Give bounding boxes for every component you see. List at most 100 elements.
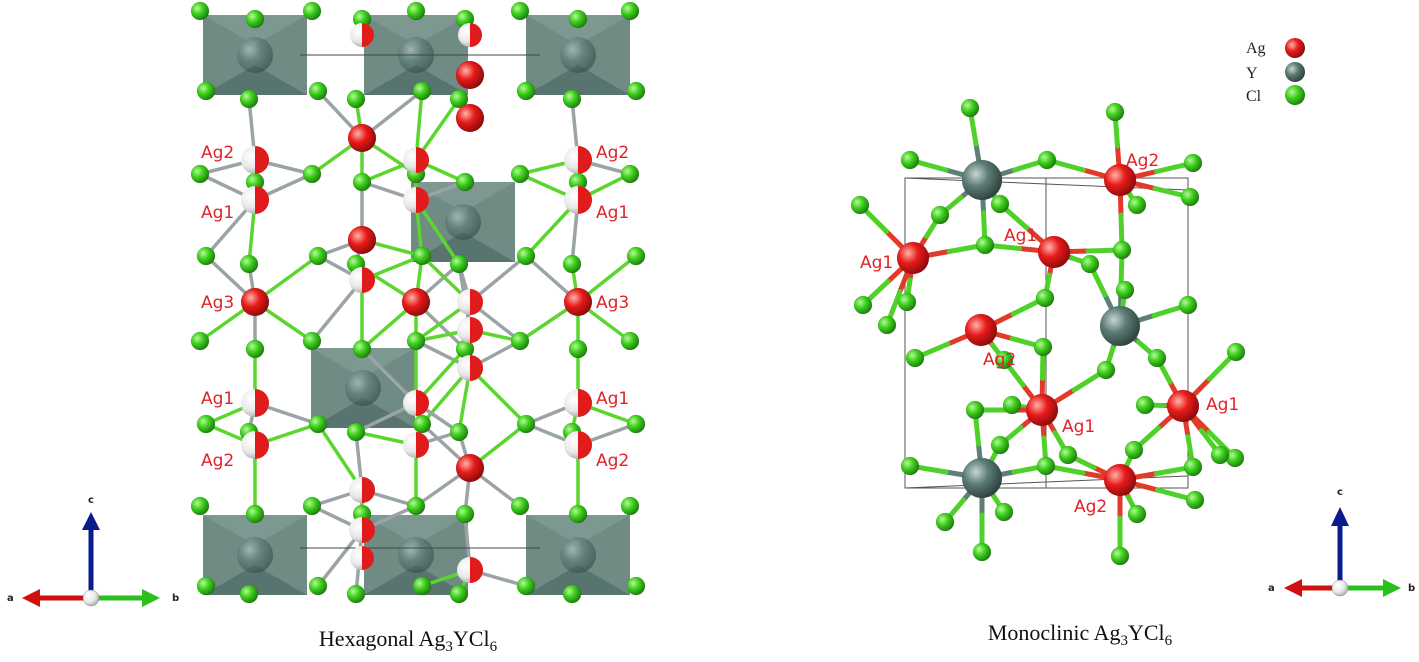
cl-atom: [450, 585, 468, 603]
ag-atom: [456, 104, 484, 132]
cl-atom: [1186, 491, 1204, 509]
cl-atom: [517, 415, 535, 433]
ag-atom-partial: [350, 23, 374, 47]
cl-atom: [569, 10, 587, 28]
cl-atom: [995, 503, 1013, 521]
cl-atom: [1038, 151, 1056, 169]
cl-atom: [976, 236, 994, 254]
cl-atom: [511, 165, 529, 183]
ag-atom: [456, 454, 484, 482]
cl-atom: [621, 2, 639, 20]
ag-atom: [1026, 394, 1058, 426]
cl-atom: [309, 247, 327, 265]
cl-atom: [303, 332, 321, 350]
axis-b-label: b: [172, 593, 179, 604]
cl-atom: [1148, 349, 1166, 367]
ag-atom: [564, 288, 592, 316]
axes-triad-left: c a b: [7, 495, 179, 607]
cl-atom: [1181, 188, 1199, 206]
ag-atom-partial: [457, 557, 483, 583]
cl-atom: [191, 165, 209, 183]
site-label-ag1: Ag1: [1062, 417, 1095, 437]
ag-atom-partial: [350, 546, 374, 570]
cl-atom: [347, 423, 365, 441]
y-atom: [1100, 306, 1140, 346]
cl-atom: [347, 90, 365, 108]
cl-atom: [517, 247, 535, 265]
cl-atom: [1003, 396, 1021, 414]
cl-atom: [1036, 289, 1054, 307]
cl-atom: [191, 332, 209, 350]
ag-atom-partial: [349, 477, 375, 503]
cl-atom: [991, 195, 1009, 213]
yclx6-octahedron: [526, 515, 630, 595]
cl-atom: [621, 332, 639, 350]
site-label-ag2: Ag2: [1074, 497, 1107, 517]
cl-atom: [1113, 241, 1131, 259]
cl-atom: [878, 316, 896, 334]
ag-atom: [241, 288, 269, 316]
ag-atom-partial: [241, 389, 269, 417]
hexagonal-caption: Hexagonal Ag3YCl6: [319, 626, 498, 655]
cl-atom: [303, 497, 321, 515]
cl-atom: [851, 196, 869, 214]
cl-atom: [450, 255, 468, 273]
cl-atom: [191, 497, 209, 515]
site-label-ag1: Ag1: [201, 389, 234, 409]
cl-atom: [309, 82, 327, 100]
site-label-ag2: Ag2: [1126, 151, 1159, 171]
ag-atom-partial: [457, 289, 483, 315]
cl-atom: [1106, 103, 1124, 121]
ag-atom: [456, 61, 484, 89]
cl-atom: [931, 206, 949, 224]
ag-atom-partial: [564, 186, 592, 214]
cl-atom: [627, 577, 645, 595]
cl-atom: [240, 585, 258, 603]
ag-atom: [1104, 464, 1136, 496]
ag-atom: [1038, 236, 1070, 268]
cl-atom: [413, 247, 431, 265]
cl-atom: [901, 457, 919, 475]
cl-atom: [1184, 458, 1202, 476]
cl-atom: [407, 332, 425, 350]
cl-atom: [246, 10, 264, 28]
cl-atom: [309, 577, 327, 595]
cl-atom: [413, 577, 431, 595]
ag-atom: [402, 288, 430, 316]
cl-atom: [511, 2, 529, 20]
cl-atom: [407, 497, 425, 515]
cl-atom: [511, 497, 529, 515]
cl-atom: [303, 2, 321, 20]
legend-label-y: Y: [1246, 65, 1258, 82]
ag-atom-partial: [457, 355, 483, 381]
ag-atom-partial: [403, 187, 429, 213]
cl-atom: [854, 296, 872, 314]
ag-atom-partial: [403, 432, 429, 458]
site-label-ag3: Ag3: [201, 293, 234, 313]
cl-atom: [353, 173, 371, 191]
cl-atom: [309, 415, 327, 433]
site-label-ag3: Ag3: [596, 293, 629, 313]
cl-atom: [511, 332, 529, 350]
yclx6-octahedron: [203, 515, 307, 595]
site-label-ag2: Ag2: [201, 143, 234, 163]
site-label-ag1: Ag1: [1004, 226, 1037, 246]
cl-atom: [197, 247, 215, 265]
cl-atom: [303, 165, 321, 183]
ag-atom-partial: [241, 431, 269, 459]
cl-atom: [240, 255, 258, 273]
cl-atom: [246, 340, 264, 358]
cl-atom: [621, 165, 639, 183]
cl-atom: [936, 513, 954, 531]
ag-atom-partial: [564, 389, 592, 417]
ag-atom: [1167, 390, 1199, 422]
cl-atom: [627, 415, 645, 433]
cl-atom: [517, 82, 535, 100]
cl-atom: [1128, 505, 1146, 523]
monoclinic-caption: Monoclinic Ag3YCl6: [988, 620, 1173, 649]
cl-atom: [517, 577, 535, 595]
site-label-ag2: Ag2: [596, 451, 629, 471]
cl-atom: [1059, 446, 1077, 464]
cl-atom: [450, 423, 468, 441]
